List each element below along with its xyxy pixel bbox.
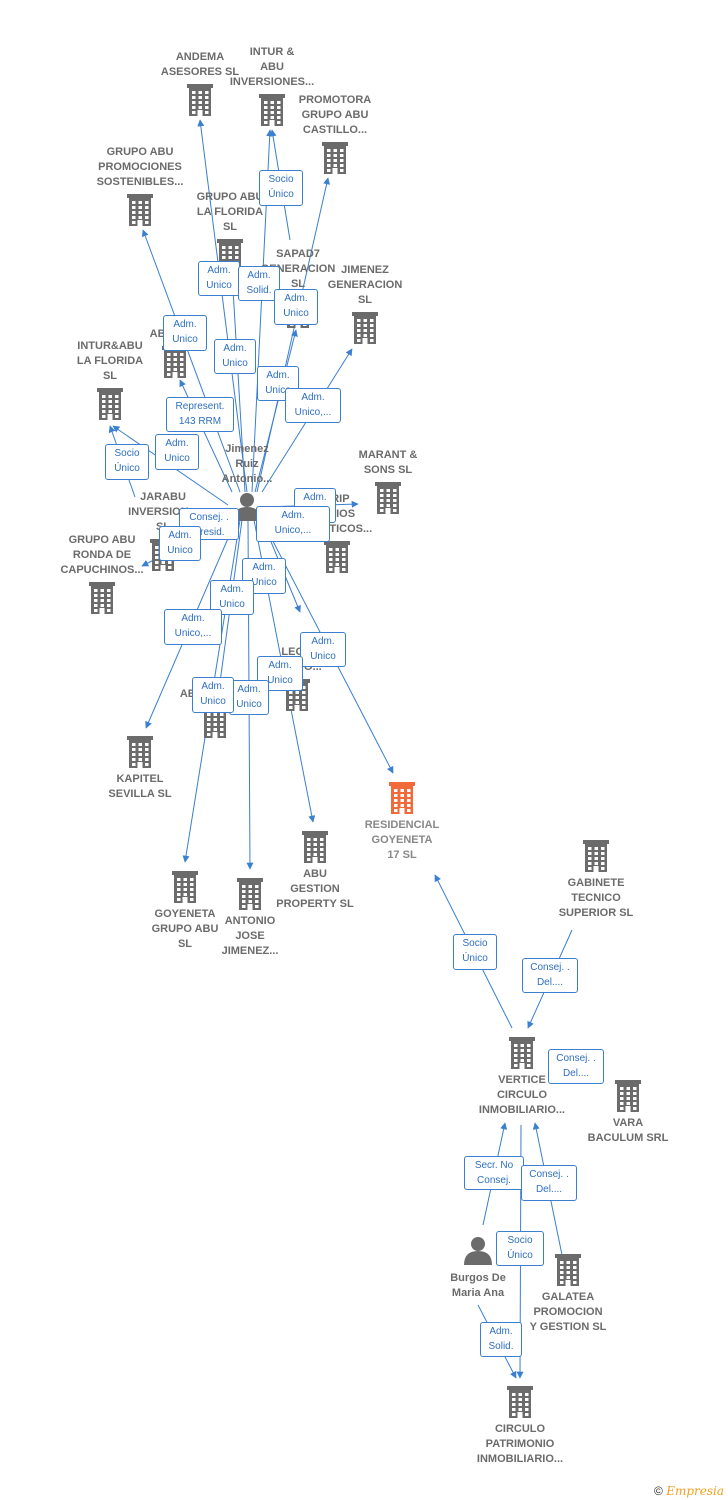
relation-label[interactable]: Socio Único xyxy=(105,444,149,480)
edge-jimenez_ruiz-to-andema xyxy=(197,119,248,493)
node-abu_gestion[interactable]: ABU GESTION PROPERTY SL xyxy=(245,867,385,912)
building-icon-goyeneta_grupo[interactable] xyxy=(172,871,198,903)
node-galatea[interactable]: GALATEA PROMOCION Y GESTION SL xyxy=(498,1290,638,1335)
node-label-galatea: GALATEA PROMOCION Y GESTION SL xyxy=(529,1291,607,1333)
relation-label[interactable]: Represent. 143 RRM xyxy=(166,397,234,432)
relation-label[interactable]: Adm. Unico xyxy=(192,677,234,713)
node-label-residencial: RESIDENCIAL GOYENETA 17 SL xyxy=(364,819,440,861)
node-label-jimenez_ruiz: Jimenez Ruiz Antonio... xyxy=(221,443,273,485)
relation-label[interactable]: Consej. . Del.... xyxy=(522,958,578,993)
person-icon-burgos[interactable] xyxy=(464,1237,492,1265)
node-label-intur_abu: INTUR & ABU INVERSIONES... xyxy=(229,46,315,88)
relation-label[interactable]: Adm. Unico xyxy=(229,680,269,715)
node-intur_abu[interactable]: INTUR & ABU INVERSIONES... xyxy=(202,45,342,90)
node-label-grupo_abu_ronda: GRUPO ABU RONDA DE CAPUCHINOS... xyxy=(60,534,144,576)
node-jimenez_ruiz[interactable]: Jimenez Ruiz Antonio... xyxy=(177,442,317,487)
relation-label[interactable]: Socio Único xyxy=(259,170,303,206)
relation-label[interactable]: Adm. Unico xyxy=(300,632,346,667)
building-icon-grupo_abu_prom[interactable] xyxy=(127,194,153,226)
node-label-abu_gestion: ABU GESTION PROPERTY SL xyxy=(276,868,354,910)
node-label-jimenez_gen: JIMENEZ GENERACION SL xyxy=(327,264,403,306)
node-gabinete[interactable]: GABINETE TECNICO SUPERIOR SL xyxy=(526,876,666,921)
relation-label[interactable]: Adm. Unico xyxy=(159,526,201,561)
node-burgos[interactable]: Burgos De Maria Ana xyxy=(408,1271,548,1301)
node-kapitel[interactable]: KAPITEL SEVILLA SL xyxy=(70,772,210,802)
node-label-vertice: VERTICE CIRCULO INMOBILIARIO... xyxy=(478,1074,566,1116)
relation-label[interactable]: Adm. Unico xyxy=(198,261,240,296)
building-icon-vertice[interactable] xyxy=(509,1037,535,1069)
relation-label[interactable]: Consej. . Del.... xyxy=(548,1049,604,1084)
node-label-circulo: CIRCULO PATRIMONIO INMOBILIARIO... xyxy=(476,1423,564,1465)
edge-jimenez_ruiz-to-sapad7 xyxy=(254,329,298,493)
node-vertice[interactable]: VERTICE CIRCULO INMOBILIARIO... xyxy=(452,1073,592,1118)
node-intur_abu_florida[interactable]: INTUR&ABU LA FLORIDA SL xyxy=(40,339,180,384)
relation-label[interactable]: Socio Único xyxy=(453,934,497,970)
node-label-antonio_jose: ANTONIO JOSE JIMENEZ... xyxy=(221,915,279,957)
relation-label[interactable]: Socio Único xyxy=(496,1231,544,1266)
node-promotora[interactable]: PROMOTORA GRUPO ABU CASTILLO... xyxy=(265,93,405,138)
node-label-gabinete: GABINETE TECNICO SUPERIOR SL xyxy=(558,877,634,919)
node-label-grupo_abu_florida: GRUPO ABU LA FLORIDA SL xyxy=(196,191,264,233)
building-icon-marant[interactable] xyxy=(375,482,401,514)
building-icon-residencial[interactable] xyxy=(389,782,415,814)
relation-label[interactable]: Adm. Unico xyxy=(163,315,207,351)
node-grupo_abu_florida[interactable]: GRUPO ABU LA FLORIDA SL xyxy=(160,190,300,235)
node-label-promotora: PROMOTORA GRUPO ABU CASTILLO... xyxy=(298,94,372,136)
building-icon-kapitel[interactable] xyxy=(127,736,153,768)
building-icon-grupo_abu_ronda[interactable] xyxy=(89,582,115,614)
person-icon-jimenez_ruiz[interactable] xyxy=(233,493,261,521)
building-icon-vara[interactable] xyxy=(615,1080,641,1112)
node-circulo[interactable]: CIRCULO PATRIMONIO INMOBILIARIO... xyxy=(450,1422,590,1467)
relation-label[interactable]: Secr. No Consej. xyxy=(464,1156,524,1190)
node-label-andema: ANDEMA ASESORES SL xyxy=(160,51,240,78)
node-andema[interactable]: ANDEMA ASESORES SL xyxy=(130,50,270,80)
node-label-kapitel: KAPITEL SEVILLA SL xyxy=(108,773,172,800)
node-grupo_abu_ronda[interactable]: GRUPO ABU RONDA DE CAPUCHINOS... xyxy=(32,533,172,578)
node-label-goyeneta_grupo: GOYENETA GRUPO ABU SL xyxy=(151,908,219,950)
node-jimenez_gen[interactable]: JIMENEZ GENERACION SL xyxy=(295,263,435,308)
brand-logo[interactable]: Empresia xyxy=(666,1484,724,1498)
building-icon-andema[interactable] xyxy=(187,84,213,116)
building-icon-antonio_jose[interactable] xyxy=(237,878,263,910)
relation-label[interactable]: Consej. . Del.... xyxy=(521,1165,577,1201)
node-residencial[interactable]: RESIDENCIAL GOYENETA 17 SL xyxy=(332,818,472,863)
relation-label[interactable]: Adm. Unico,... xyxy=(164,609,222,645)
node-goyeneta_grupo[interactable]: GOYENETA GRUPO ABU SL xyxy=(115,907,255,952)
building-icon-intur_abu_florida[interactable] xyxy=(97,388,123,420)
relation-label[interactable]: Adm. Unico xyxy=(155,434,199,470)
building-icon-galatea[interactable] xyxy=(555,1254,581,1286)
node-label-grupo_abu_prom: GRUPO ABU PROMOCIONES SOSTENIBLES... xyxy=(96,146,184,188)
relation-label[interactable]: Adm. Unico xyxy=(274,289,318,325)
building-icon-trip[interactable] xyxy=(324,541,350,573)
relation-label[interactable]: Adm. Unico xyxy=(214,339,256,374)
building-icon-jimenez_gen[interactable] xyxy=(352,312,378,344)
relation-label[interactable]: Adm. Solid. xyxy=(238,266,280,301)
node-label-vara: VARA BACULUM SRL xyxy=(587,1117,669,1144)
building-icon-gabinete[interactable] xyxy=(583,840,609,872)
footer-credit: © Empresia xyxy=(654,1484,724,1498)
copyright-symbol: © xyxy=(654,1484,663,1498)
edge-jimenez_ruiz-to-grupo_abu_prom xyxy=(141,229,241,493)
building-icon-promotora[interactable] xyxy=(322,142,348,174)
node-grupo_abu_prom[interactable]: GRUPO ABU PROMOCIONES SOSTENIBLES... xyxy=(70,145,210,190)
node-label-intur_abu_florida: INTUR&ABU LA FLORIDA SL xyxy=(76,340,144,382)
node-label-burgos: Burgos De Maria Ana xyxy=(450,1272,506,1299)
node-vara[interactable]: VARA BACULUM SRL xyxy=(558,1116,698,1146)
node-label-marant: MARANT & SONS SL xyxy=(358,449,418,476)
node-marant[interactable]: MARANT & SONS SL xyxy=(318,448,458,478)
building-icon-abu_gestion[interactable] xyxy=(302,831,328,863)
relation-label[interactable]: Adm. Unico,... xyxy=(256,506,330,542)
relation-label[interactable]: Adm. Unico,... xyxy=(285,388,341,423)
building-icon-intur_abu[interactable] xyxy=(259,94,285,126)
node-antonio_jose[interactable]: ANTONIO JOSE JIMENEZ... xyxy=(180,914,320,959)
relation-label[interactable]: Adm. Solid. xyxy=(480,1322,522,1357)
relation-label[interactable]: Adm. Unico xyxy=(242,558,286,594)
edge-jimenez_ruiz-to-grupo_abu_florida xyxy=(228,271,246,493)
building-icon-circulo[interactable] xyxy=(507,1386,533,1418)
